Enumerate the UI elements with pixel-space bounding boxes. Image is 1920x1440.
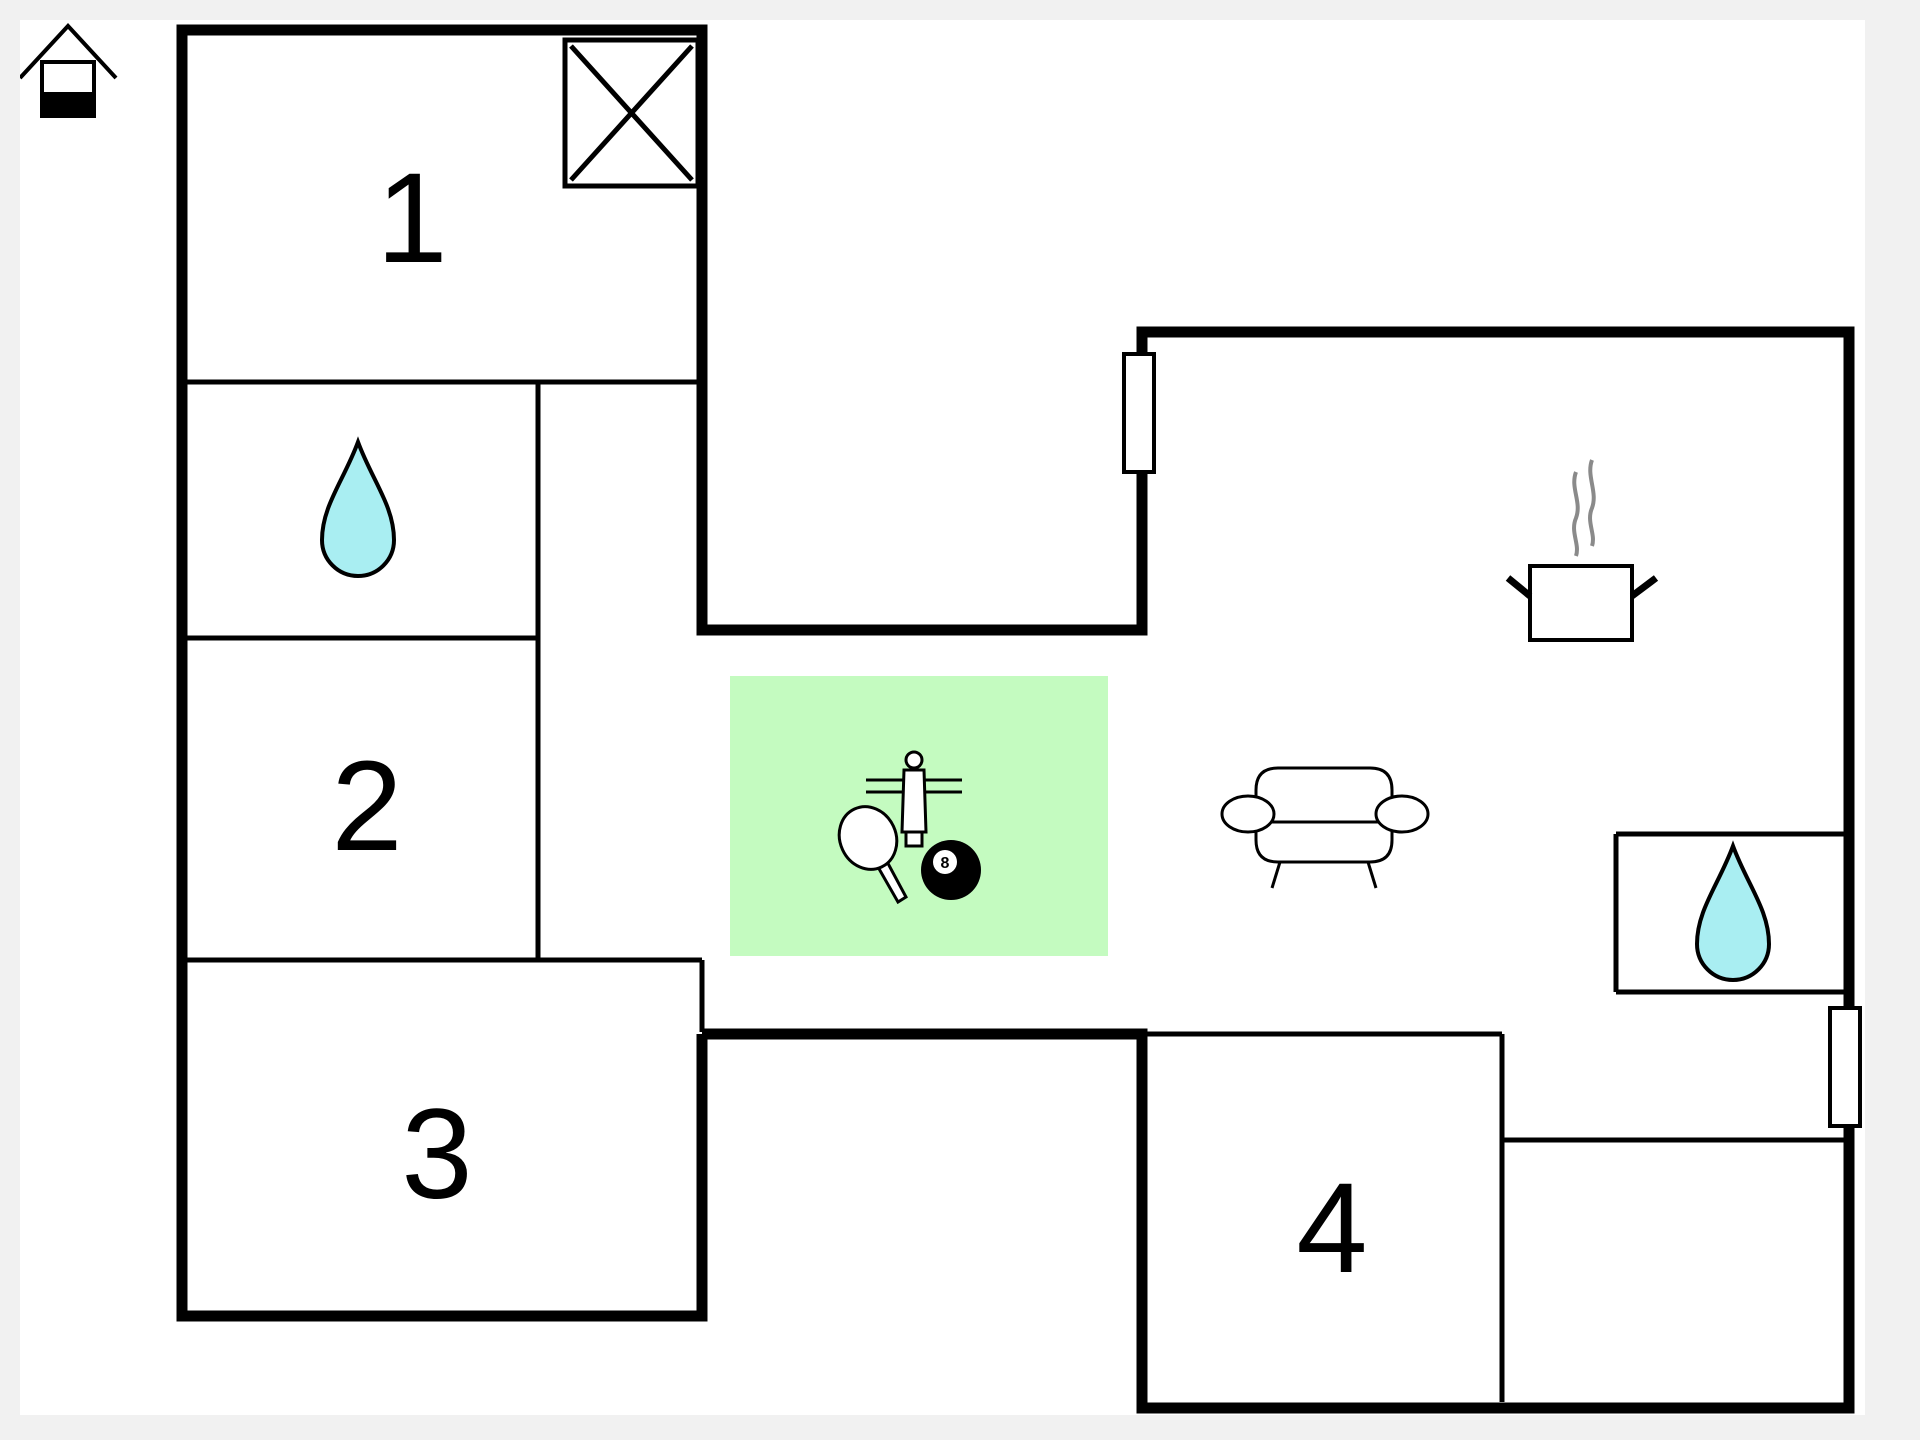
room-number-1: 1 (376, 147, 447, 290)
interior-walls (184, 379, 1845, 1402)
billiard-ball-icon: 8 (921, 840, 981, 900)
room-number-3: 3 (401, 1083, 472, 1226)
door-icon[interactable] (1122, 352, 1156, 474)
sofa-icon (1220, 766, 1430, 889)
cooking-pot-icon (1505, 459, 1659, 642)
ping-pong-paddle-icon (837, 805, 908, 905)
floor-plan: 1 2 3 4 8 (20, 20, 1865, 1415)
room-number-4: 4 (1296, 1157, 1367, 1300)
door-icon[interactable] (1828, 1006, 1862, 1128)
water-drop-icon (319, 436, 397, 578)
floor-plan-svg: 1 2 3 4 8 (20, 23, 1862, 1414)
room-number-2: 2 (331, 735, 402, 878)
exterior-walls (176, 24, 1855, 1414)
stairs-void-icon (562, 37, 701, 189)
svg-text:8: 8 (941, 855, 950, 872)
foosball-figure-icon (866, 750, 962, 848)
house-floor-indicator-icon (20, 23, 118, 118)
water-drop-icon (1694, 840, 1772, 982)
